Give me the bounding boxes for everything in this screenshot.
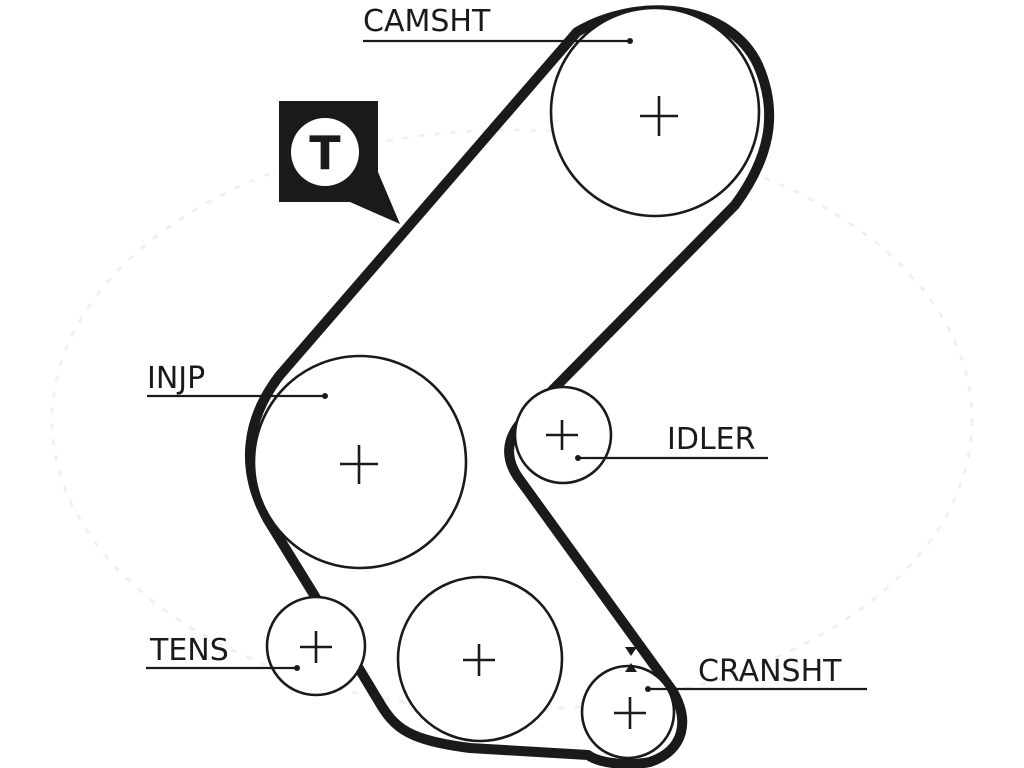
label-injection-pump-group: INJP	[147, 361, 328, 399]
injection-pump-pulley	[252, 354, 468, 570]
tensioner-pulley	[265, 595, 367, 697]
camshaft-center-cross-icon	[640, 96, 678, 136]
label-idler: IDLER	[667, 422, 755, 457]
camshaft-pulley	[549, 6, 761, 218]
idler-center-cross-icon	[546, 420, 578, 450]
crankshaft-center-cross-icon	[614, 697, 646, 729]
label-tensioner: TENS	[149, 633, 229, 668]
label-camshaft: CAMSHT	[363, 4, 491, 39]
tensioner-badge: T	[279, 101, 400, 224]
idler-pulley	[513, 385, 613, 485]
tensioner-center-cross-icon	[300, 631, 332, 663]
label-idler-group: IDLER	[575, 422, 768, 461]
crankshaft-pulley	[580, 647, 676, 760]
label-injection-pump: INJP	[147, 361, 205, 396]
label-crankshaft: CRANSHT	[698, 654, 842, 689]
tensioner-badge-letter: T	[309, 126, 341, 180]
label-crankshaft-group: CRANSHT	[645, 654, 867, 692]
water-pump-center-cross-icon	[463, 644, 495, 676]
label-tensioner-group: TENS	[146, 633, 300, 671]
injection-pump-center-cross-icon	[340, 445, 378, 484]
timing-mark-icon	[625, 647, 637, 672]
label-camshaft-group: CAMSHT	[363, 4, 633, 44]
water-pump-pulley	[396, 575, 564, 743]
